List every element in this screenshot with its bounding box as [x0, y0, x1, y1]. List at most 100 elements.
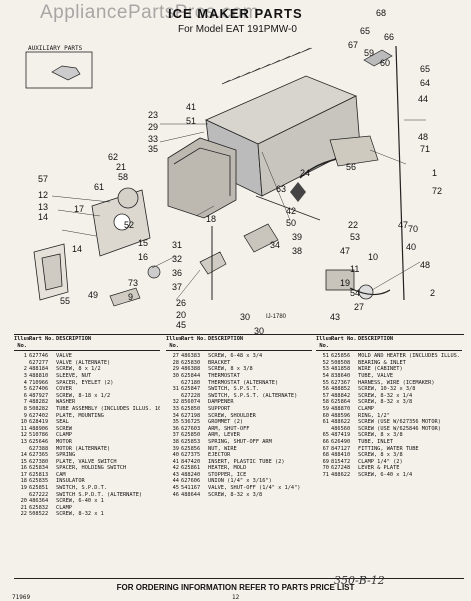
- illus-no: 45: [172, 485, 179, 492]
- part-no: 847420: [181, 458, 201, 465]
- callout-70: 70: [408, 224, 418, 234]
- table-bottom-rule: [14, 578, 464, 579]
- illus-no: [14, 360, 29, 367]
- illus-no: 18: [20, 478, 27, 485]
- illus-no: 54: [322, 372, 329, 379]
- part-no: 625646: [29, 438, 49, 445]
- description: WIRE (CABINET): [358, 366, 403, 373]
- callout-29: 29: [148, 122, 158, 132]
- part-no: 481858: [331, 366, 351, 373]
- callout-50: 50: [286, 218, 296, 228]
- part-no: 536725: [181, 419, 201, 426]
- description: SCREW, 8 x 3/8: [208, 366, 253, 373]
- callout-45: 45: [176, 320, 186, 330]
- description: TUBE, VALVE: [358, 372, 394, 379]
- callout-13: 13: [38, 202, 48, 212]
- callout-12: 12: [38, 190, 48, 200]
- mounting-plate: [91, 189, 151, 257]
- callout-48: 48: [418, 132, 428, 142]
- part-no: 625830: [181, 359, 201, 366]
- callout-71: 71: [420, 144, 430, 154]
- part-no: 488644: [181, 491, 201, 498]
- leader-lines: [51, 119, 426, 301]
- callout-54: 54: [350, 288, 360, 298]
- illus-no: [166, 393, 181, 400]
- callout-41: 41: [186, 102, 196, 112]
- illus-no: 13: [20, 438, 27, 445]
- callout-33: 33: [148, 134, 158, 144]
- part-no: 486364: [29, 498, 49, 505]
- illus-no: 7: [23, 399, 27, 406]
- description: GROMMET (2): [208, 419, 244, 426]
- part-no: 625864: [331, 399, 351, 406]
- part-no: 488184: [29, 366, 49, 373]
- description: SWITCH, S.P.D.T.: [56, 485, 108, 492]
- callout-22: 22: [348, 220, 358, 230]
- part-no: 488622: [331, 419, 351, 426]
- illus-no: 52: [322, 359, 329, 366]
- table-top-rule: [14, 334, 464, 335]
- part-no: 627388: [29, 445, 49, 452]
- illus-no: 5: [23, 386, 27, 393]
- part-no: 627248: [331, 465, 351, 472]
- description: BRACKET: [208, 359, 231, 366]
- part-no: 625834: [29, 465, 49, 472]
- description: TUBE ASSEMBLY (INCLUDES ILLUS. 10): [56, 405, 160, 412]
- illus-no: 42: [172, 465, 179, 472]
- part-no: 488410: [331, 452, 351, 459]
- illus-no: 70: [322, 465, 329, 472]
- part-no: 508508: [331, 359, 351, 366]
- callout-65: 65: [360, 26, 370, 36]
- screw-56: [290, 182, 306, 202]
- callout-14: 14: [72, 244, 82, 254]
- callout-15: 15: [138, 238, 148, 248]
- description: ARM, SHUT-OFF: [208, 425, 250, 432]
- callout-23: 23: [148, 110, 158, 120]
- callout-72: 72: [432, 186, 442, 196]
- description: VALVE, SHUT-OFF (1/4" x 1/4"): [208, 485, 301, 492]
- description: CLAMP: [358, 405, 374, 412]
- illus-no: [316, 426, 331, 433]
- part-no: 627380: [29, 458, 49, 465]
- illus-no: [14, 446, 29, 453]
- part-no: 488842: [331, 392, 351, 399]
- callout-30: 30: [254, 326, 264, 336]
- part-no: 488596: [331, 412, 351, 419]
- part-no: 627603: [181, 425, 201, 432]
- illus-no: 36: [172, 425, 179, 432]
- part-no: 625851: [29, 485, 49, 492]
- part-no: 627198: [181, 412, 201, 419]
- illus-no: 32: [172, 399, 179, 406]
- illus-no: 57: [322, 392, 329, 399]
- callout-56: 56: [346, 162, 356, 172]
- callout-43: 43: [330, 312, 340, 322]
- illus-no: 30: [172, 372, 179, 379]
- part-no: 847127: [331, 445, 351, 452]
- description: PLATE, VALVE SWITCH: [56, 458, 117, 465]
- part-no: 486560: [331, 425, 351, 432]
- description: UNION (1/4" x 3/16"): [208, 478, 272, 485]
- illus-no: 14: [20, 452, 27, 459]
- description: SPRING: [56, 452, 76, 459]
